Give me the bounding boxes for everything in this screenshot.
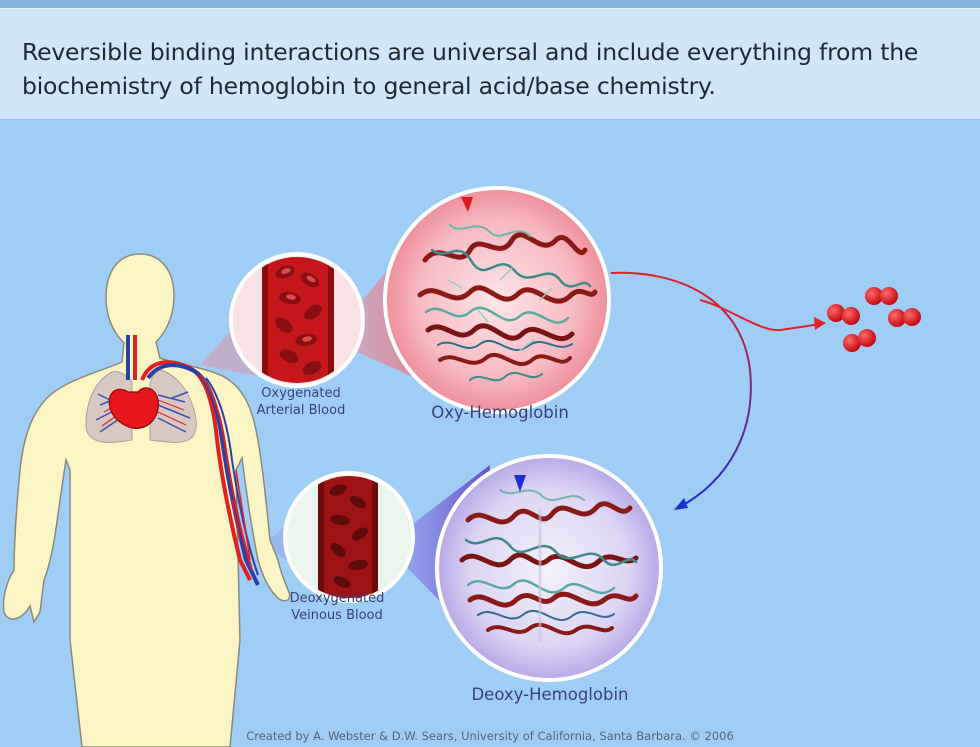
top-border <box>0 0 980 8</box>
heart-icon <box>108 387 159 429</box>
deoxy-hemoglobin-label: Deoxy-Hemoglobin <box>471 685 629 704</box>
o2-molecule-icon <box>865 287 898 305</box>
header-banner: Reversible binding interactions are univ… <box>0 8 980 120</box>
oxy-to-deoxy-arrow <box>610 271 752 509</box>
deoxygenated-blood-label: Deoxygenated Veinous Blood <box>272 590 402 624</box>
human-body-figure <box>2 253 291 747</box>
deoxy-marker-icon <box>514 475 526 492</box>
deoxygenated-blood-label-line2: Veinous Blood <box>291 608 383 623</box>
oxygenated-blood-label: Oxygenated Arterial Blood <box>226 385 376 419</box>
oxygen-release-arrow <box>699 299 821 332</box>
artery-main <box>133 335 252 581</box>
o2-molecules <box>827 287 921 352</box>
oxygenated-blood-label-line1: Oxygenated <box>261 386 341 401</box>
oxy-hemoglobin-label: Oxy-Hemoglobin <box>431 403 569 422</box>
deoxy-hemoglobin-sphere <box>435 454 663 682</box>
arterial-blood-zoom <box>229 252 365 388</box>
body-silhouette <box>2 253 291 747</box>
oxy-hemoglobin-sphere <box>383 186 611 414</box>
oxy-marker-icon <box>461 197 473 212</box>
header-text: Reversible binding interactions are univ… <box>22 38 919 100</box>
o2-molecule-icon <box>827 304 860 325</box>
o2-molecule-icon <box>888 308 921 327</box>
oxygenated-blood-label-line2: Arterial Blood <box>256 403 346 418</box>
deoxygenated-blood-label-line1: Deoxygenated <box>289 591 385 606</box>
oxygen-exchange-arrows <box>610 271 826 510</box>
o2-molecule-icon <box>843 329 876 352</box>
venous-blood-zoom <box>283 471 415 603</box>
credit-line: Created by A. Webster & D.W. Sears, Univ… <box>246 729 734 743</box>
